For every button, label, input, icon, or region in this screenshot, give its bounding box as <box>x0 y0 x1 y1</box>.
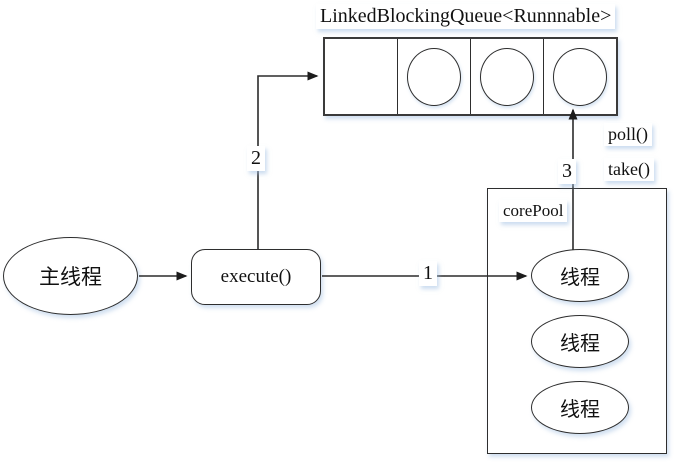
execute-box: execute() <box>191 249 321 305</box>
execute-label: execute() <box>220 266 292 287</box>
main-thread-label: 主线程 <box>39 265 102 289</box>
main-thread-ellipse: 主线程 <box>3 237 138 315</box>
arrow-execute-to-queue <box>257 71 319 249</box>
thread-ellipse: 线程 <box>531 315 629 368</box>
thread-label: 线程 <box>560 333 600 355</box>
thread-label: 线程 <box>560 267 600 289</box>
queue-cell <box>397 39 470 114</box>
task-circle <box>553 47 607 106</box>
task-circle <box>480 47 534 106</box>
blocking-queue <box>323 37 618 116</box>
queue-cell-empty <box>325 39 397 114</box>
task-circle <box>407 47 461 106</box>
poll-label: poll() <box>604 123 652 146</box>
take-label: take() <box>604 158 654 181</box>
thread-ellipse: 线程 <box>531 249 629 302</box>
thread-label: 线程 <box>560 399 600 421</box>
thread-ellipse: 线程 <box>531 381 629 434</box>
queue-cell <box>470 39 543 114</box>
queue-title: LinkedBlockingQueue<Runnnable> <box>316 4 616 29</box>
step-2-label: 2 <box>247 146 265 171</box>
queue-cell <box>543 39 616 114</box>
core-pool-label: corePool <box>499 200 568 222</box>
step-3-label: 3 <box>558 159 576 184</box>
step-1-label: 1 <box>419 261 437 286</box>
